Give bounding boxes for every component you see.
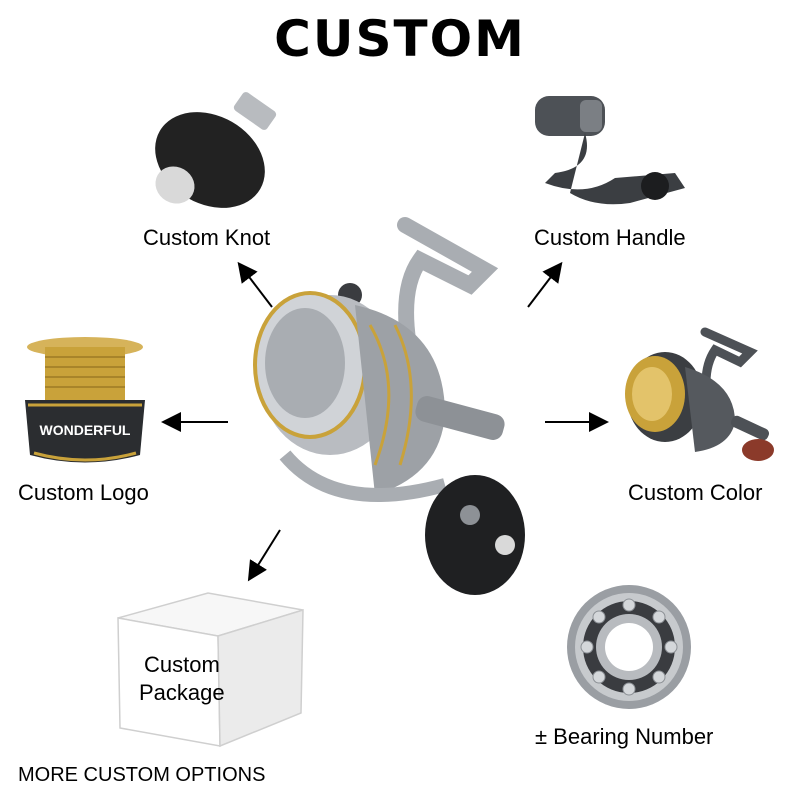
package-box-image	[108, 588, 308, 748]
color-reel-image	[620, 322, 780, 467]
label-custom-package-line1: Custom	[144, 652, 220, 677]
label-custom-handle: Custom Handle	[534, 225, 686, 250]
spool-logo-text: WONDERFUL	[40, 422, 131, 438]
arrow-package	[247, 529, 281, 582]
main-reel-image	[245, 215, 545, 615]
bearing-image	[562, 580, 697, 715]
arrow-handle	[527, 261, 563, 308]
label-custom-logo: Custom Logo	[18, 480, 149, 505]
page-title: CUSTOM	[274, 10, 526, 68]
label-custom-knot: Custom Knot	[143, 225, 271, 250]
arrow-knot	[237, 261, 273, 308]
label-custom-package-line2: Package	[139, 680, 225, 705]
knot-image	[140, 90, 290, 220]
handle-image	[525, 88, 695, 218]
label-custom-color: Custom Color	[628, 480, 763, 505]
spool-image: WONDERFUL	[20, 335, 150, 470]
footer-more-options: MORE CUSTOM OPTIONS	[18, 764, 266, 786]
label-bearing-number: ± Bearing Number	[535, 724, 714, 749]
